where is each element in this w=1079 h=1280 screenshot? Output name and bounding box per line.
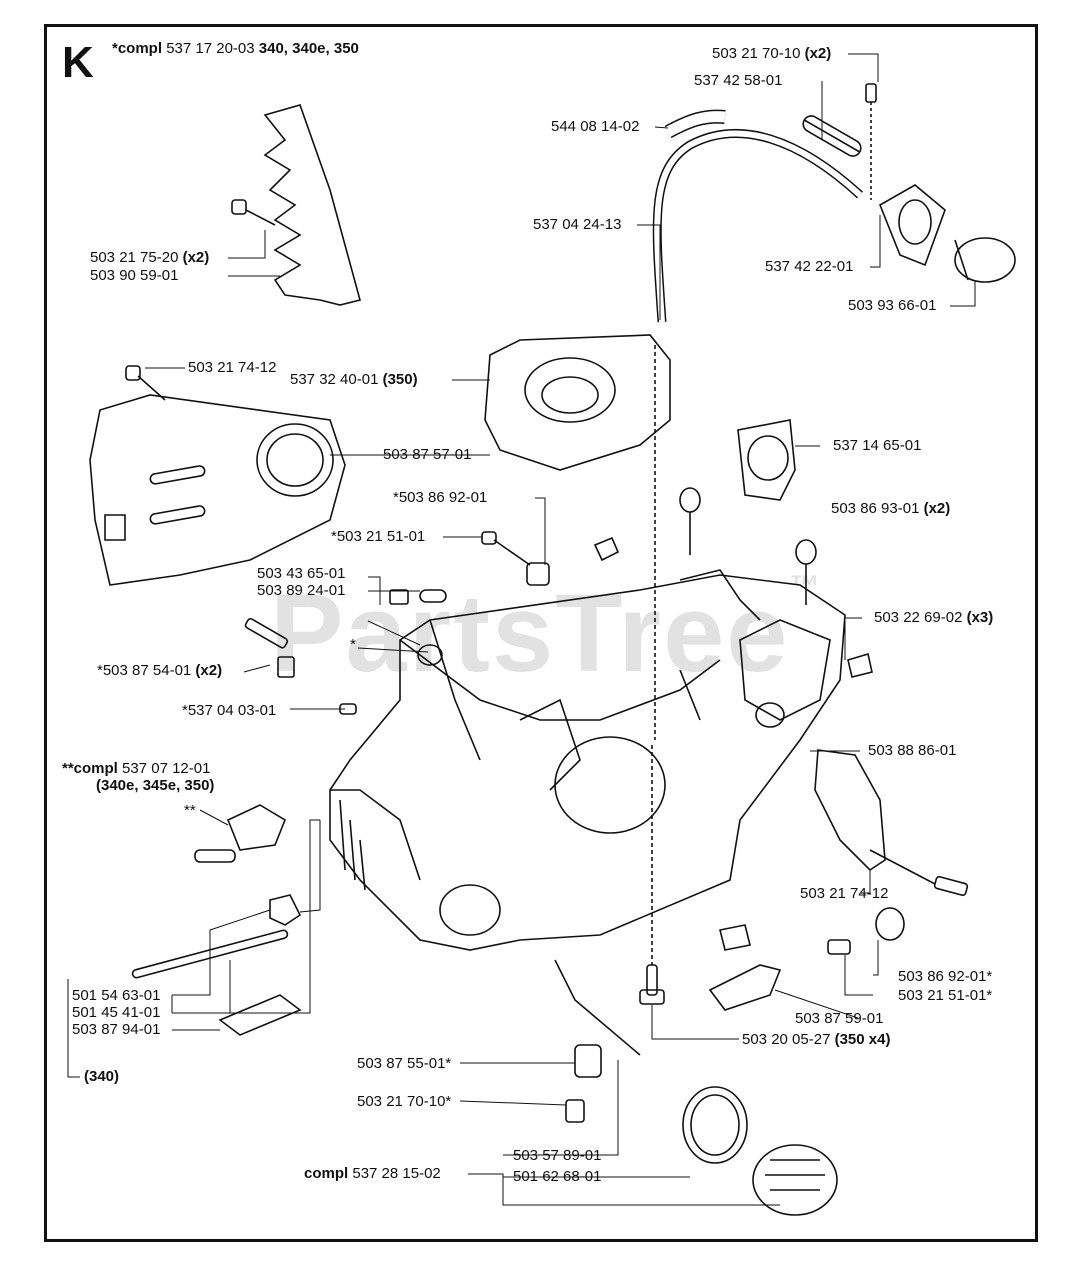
part-label[interactable]: *503 87 54-01 (x2)	[97, 662, 223, 679]
part-label[interactable]: (340e, 345e, 350)	[96, 777, 215, 794]
part-label[interactable]: 501 45 41-01	[72, 1004, 161, 1021]
clip-503-87-59-01	[708, 964, 782, 1011]
header-models: 340, 340e, 350	[258, 40, 359, 57]
screw-503-21-51-01-lower	[827, 939, 851, 955]
spacer-lower	[875, 907, 905, 941]
part-label[interactable]: 503 89 24-01	[257, 582, 346, 599]
screw-503-21-51-01	[481, 531, 497, 545]
exploded-parts-diagram	[67, 53, 1016, 1216]
clip-lower	[719, 924, 751, 951]
part-label[interactable]: 503 87 57-01	[383, 446, 472, 463]
tensioner-nut	[269, 894, 302, 926]
part-label[interactable]: 544 08 14-02	[551, 118, 640, 135]
part-label[interactable]: 503 87 55-01*	[357, 1055, 452, 1072]
oil-pump-filter	[574, 1044, 602, 1078]
part-label[interactable]: *503 86 92-01	[393, 489, 488, 506]
clutch-cover	[89, 394, 346, 586]
part-label[interactable]: 503 21 74-12	[800, 885, 889, 902]
part-label[interactable]: (340)	[84, 1068, 120, 1085]
fuel-hose	[652, 129, 864, 323]
part-label[interactable]: 537 42 22-01	[765, 258, 854, 275]
diagram-frame	[44, 24, 1038, 1242]
av-bolt-1	[679, 487, 701, 513]
header-kit-label: *compl 537 17 20-03 340, 340e, 350	[112, 40, 359, 58]
screw-top	[865, 83, 877, 103]
part-label[interactable]: 503 21 74-12	[188, 359, 277, 376]
screw-lower	[933, 875, 969, 897]
grommet	[737, 419, 796, 501]
part-label[interactable]: 503 43 65-01	[257, 565, 346, 582]
fuel-cap	[752, 1144, 838, 1216]
av-bolt-2	[795, 539, 817, 565]
part-label[interactable]: 503 87 94-01	[72, 1021, 161, 1038]
part-label[interactable]: 537 42 58-01	[694, 72, 783, 89]
part-label[interactable]: 503 86 92-01*	[898, 968, 993, 985]
part-label[interactable]: **compl 537 07 12-01	[62, 760, 211, 777]
part-label[interactable]: 503 57 89-01	[513, 1147, 602, 1164]
bolt-503-87-54-01	[244, 617, 289, 649]
primer-bulb	[954, 237, 1016, 283]
bottom-margin	[0, 1250, 1079, 1280]
part-label[interactable]: 503 21 70-10 (x2)	[712, 45, 832, 62]
chain-guard	[263, 104, 361, 306]
part-label[interactable]: **	[184, 802, 196, 819]
part-label[interactable]: 503 90 59-01	[90, 267, 179, 284]
part-label[interactable]: 501 54 63-01	[72, 987, 161, 1004]
part-label[interactable]: compl 537 28 15-02	[304, 1165, 441, 1182]
primer-bracket	[878, 184, 946, 267]
fuel-filter-line	[554, 959, 641, 1056]
part-label[interactable]: 503 21 75-20 (x2)	[90, 249, 210, 266]
part-label[interactable]: *	[350, 636, 356, 653]
pin-503-89-24-01	[419, 589, 447, 603]
part-label[interactable]: 537 04 24-13	[533, 216, 622, 233]
cover-screw	[125, 365, 141, 381]
cap-gasket	[682, 1086, 748, 1164]
chain-catcher-plate	[814, 749, 886, 872]
clip-1	[593, 536, 620, 562]
chain-tensioner	[226, 804, 286, 851]
part-label[interactable]: 537 32 40-01 (350)	[290, 371, 418, 388]
tensioner-screw	[131, 929, 289, 979]
part-label[interactable]: 537 14 65-01	[833, 437, 922, 454]
nut-503-43-65-01	[389, 589, 409, 605]
adjuster-plate	[218, 994, 302, 1036]
part-label[interactable]: *537 04 03-01	[182, 702, 277, 719]
part-label[interactable]: 503 22 69-02 (x3)	[874, 609, 994, 626]
clip-2	[847, 652, 873, 678]
part-label[interactable]: 503 21 51-01*	[898, 987, 993, 1004]
spacer-503-86-92-01	[526, 562, 550, 586]
leaders	[67, 53, 976, 1206]
part-label[interactable]: 503 86 93-01 (x2)	[831, 500, 951, 517]
part-label[interactable]: 503 93 66-01	[848, 297, 937, 314]
header-prefix: *compl	[112, 40, 163, 57]
header-number: 537 17 20-03	[166, 40, 255, 57]
guard-screw	[231, 199, 247, 215]
cylinder-cover	[484, 334, 671, 471]
crankcase	[329, 574, 846, 951]
pickup-screw	[565, 1099, 585, 1123]
part-label[interactable]: 501 62 68-01	[513, 1168, 602, 1185]
part-label[interactable]: *503 21 51-01	[331, 528, 426, 545]
section-letter: K	[62, 38, 94, 87]
part-label[interactable]: 503 87 59-01	[795, 1010, 884, 1027]
part-label[interactable]: 503 88 86-01	[868, 742, 957, 759]
part-label[interactable]: 503 20 05-27 (350 x4)	[742, 1031, 891, 1048]
part-label[interactable]: 503 21 70-10*	[357, 1093, 452, 1110]
